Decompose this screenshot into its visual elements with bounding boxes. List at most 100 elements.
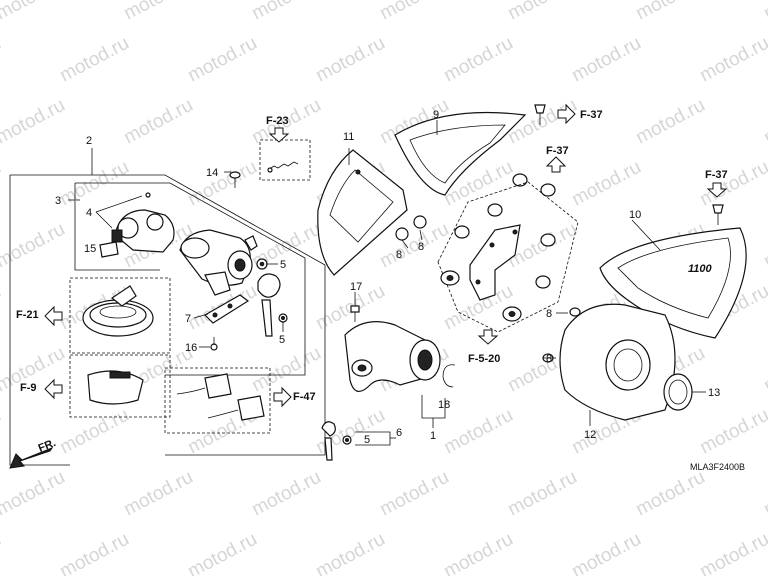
callout-9: 9 [433,109,439,121]
watermark-text: motod.ru [632,95,708,149]
watermark-text: motod.ru [56,529,132,576]
watermark-text: motod.ru [0,33,5,87]
side-panel-10: 1100 [599,227,747,339]
watermark-text: motod.ru [248,343,324,397]
cover-box [69,354,171,418]
diagram-code: MLA3F2400B [690,462,745,472]
bolt-14 [229,171,241,188]
fuel-cap-box [69,277,171,354]
watermark-text: motod.ru [120,0,196,24]
ref-arrows [9,103,728,469]
callout-5-a: 5 [280,259,286,271]
bolt-f37-right [712,204,724,225]
ignition-switch [179,229,258,296]
spring-f23 [267,161,299,173]
callout-11: 11 [343,131,354,143]
f23-box [259,139,311,181]
screw-16 [210,337,218,351]
callout-3: 3 [55,195,61,207]
watermark-text: motod.ru [376,467,452,521]
top-cover-9 [394,111,527,196]
ref-f23: F-23 [266,115,289,127]
watermark-text: motod.ru [696,157,768,211]
watermark-text: motod.ru [0,405,5,459]
lock-cover [87,370,144,405]
key-box [164,367,271,434]
watermark-text: motod.ru [0,467,69,521]
watermark-text: motod.ru [0,281,5,335]
callout-10: 10 [629,209,641,221]
callout-18: 18 [438,399,450,411]
watermark-text: motod.ru [312,405,388,459]
watermark-text: motod.ru [568,157,644,211]
watermark-text: motod.ru [504,0,580,24]
watermark-text: motod.ru [184,529,260,576]
callout-13: 13 [708,387,720,399]
ref-f37-top: F-37 [580,109,603,121]
duct-1 [344,321,441,392]
callout-5-c: 5 [364,434,370,446]
watermark-text: motod.ru [0,95,69,149]
watermark-text: motod.ru [56,157,132,211]
callout-8-c: 8 [546,308,552,320]
cover-12 [559,303,676,421]
watermark-text: motod.ru [184,33,260,87]
watermark-text: motod.ru [696,529,768,576]
clip-18 [442,364,456,388]
watermark-text: motod.ru [120,467,196,521]
watermark-text: motod.ru [248,467,324,521]
watermark-text: motod.ru [696,405,768,459]
callout-7: 7 [185,313,191,325]
watermark-text: motod.ru [56,405,132,459]
callout-8-d: 8 [546,353,552,365]
leader-lines [76,120,706,446]
watermark-text: motod.ru [440,33,516,87]
watermark-text: motod.ru [504,467,580,521]
callout-8-b: 8 [396,249,402,261]
callout-12: 12 [584,429,596,441]
keys-f47 [176,373,265,421]
key-7 [257,273,281,337]
washer-5-a [256,258,268,270]
callout-5-b: 5 [279,334,285,346]
callout-2: 2 [86,135,92,147]
watermark-text: motod.ru [760,467,768,521]
ref-f9: F-9 [20,382,37,394]
watermark-text: motod.ru [632,467,708,521]
ref-f5-20: F-5-20 [468,353,500,365]
watermark-text: motod.ru [312,33,388,87]
callout-17: 17 [350,281,362,293]
watermark-text: motod.ru [0,0,69,24]
callout-1: 1 [430,430,436,442]
ref-f47: F-47 [293,391,316,403]
side-cover-11 [317,149,408,276]
callout-14: 14 [206,167,218,179]
watermark-text: motod.ru [440,405,516,459]
clip-15 [99,241,119,258]
watermark-text: motod.ru [760,343,768,397]
watermark-text: motod.ru [0,157,5,211]
assembly-3-frame [68,182,306,376]
watermark-text: motod.ru [440,529,516,576]
callout-16: 16 [185,342,197,354]
callout-15: 15 [84,243,96,255]
watermark-text: motod.ru [376,0,452,24]
watermark-text: motod.ru [568,529,644,576]
washer-5-b [278,313,288,323]
watermark-text: motod.ru [56,33,132,87]
watermark-text: motod.ru [568,33,644,87]
watermark-text: motod.ru [632,0,708,24]
ref-f21: F-21 [16,309,39,321]
assembly-2-frame [9,148,326,466]
key-6 [321,421,352,461]
watermark-text: motod.ru [120,95,196,149]
callout-6: 6 [396,427,402,439]
badge-text: 1100 [688,263,713,275]
watermark-text: motod.ru [760,95,768,149]
callout-4: 4 [86,207,92,219]
callout-8-a: 8 [418,241,424,253]
watermark-text: motod.ru [248,0,324,24]
bolt-f37-top [534,104,546,125]
seat-lock-4 [111,192,175,253]
